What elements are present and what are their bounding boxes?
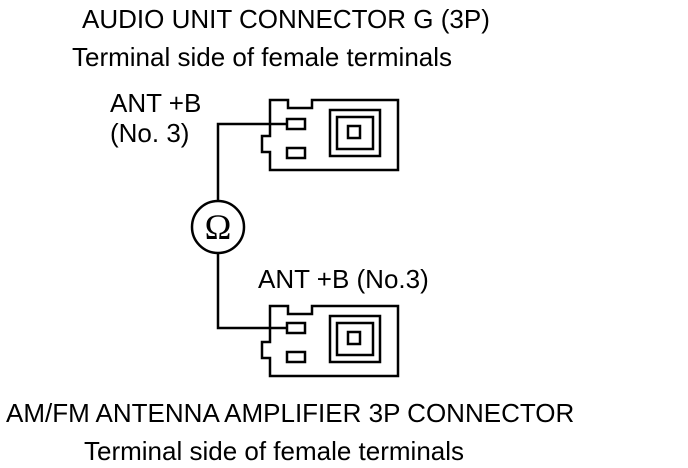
ohmmeter-icon: [190, 199, 246, 255]
bottom-lock-pin: [346, 330, 362, 346]
top-lock-outer: [328, 108, 382, 158]
ohm-symbol: Ω: [205, 207, 232, 247]
bottom-connector: [260, 304, 400, 378]
wire-top: [216, 122, 287, 201]
top-terminal-label: ANT +B: [110, 88, 202, 118]
top-terminal-empty: [285, 146, 307, 160]
wire-bottom: [216, 253, 287, 330]
top-connector-title: AUDIO UNIT CONNECTOR G (3P): [82, 4, 490, 34]
bottom-lock-inner: [335, 321, 375, 357]
top-terminal-number: (No. 3): [110, 118, 190, 148]
top-connector-housing: [260, 98, 400, 172]
bottom-terminal-empty: [285, 350, 307, 364]
top-lock-pin: [346, 124, 362, 140]
bottom-connector-housing: [260, 304, 400, 378]
bottom-terminal-3: [285, 321, 307, 335]
bottom-connector-title: AM/FM ANTENNA AMPLIFIER 3P CONNECTOR: [6, 398, 575, 428]
top-lock-inner: [335, 115, 375, 151]
bottom-lock-outer: [328, 314, 382, 364]
bottom-connector-subtitle: Terminal side of female terminals: [84, 436, 465, 466]
top-connector: [260, 98, 400, 172]
top-terminal-3: [285, 117, 307, 131]
top-connector-subtitle: Terminal side of female terminals: [72, 42, 453, 72]
bottom-terminal-label: ANT +B (No.3): [258, 264, 429, 294]
